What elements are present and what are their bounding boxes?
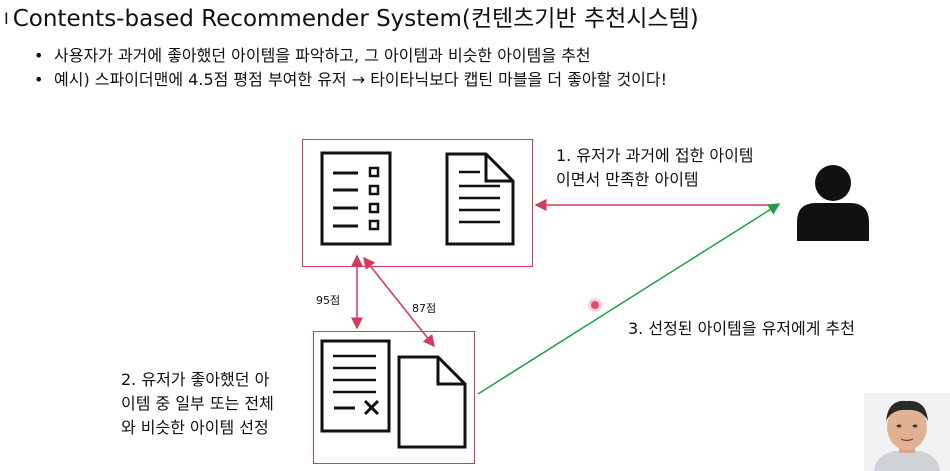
step3-label: 3. 선정된 아이템을 유저에게 추천 (628, 319, 855, 338)
blank-document-icon (397, 355, 467, 449)
score-95-label: 95점 (316, 294, 341, 307)
title-marker: I (4, 9, 9, 28)
step2-line1: 2. 유저가 좋아했던 아 (121, 370, 270, 389)
title-text: Contents-based Recommender System(컨텐츠기반 … (12, 6, 699, 32)
list-document-icon (320, 151, 392, 246)
step2-line2: 이템 중 일부 또는 전체 (121, 394, 274, 413)
bullet-item: 예시) 스파이더맨에 4.5점 평점 부여한 유저 → 타이타닉보다 캡틴 마블… (34, 68, 667, 92)
similarity-arrow-87 (363, 256, 435, 348)
score-87-label: 87점 (412, 302, 437, 315)
edit-document-icon (320, 339, 391, 433)
step2-label: 2. 유저가 좋아했던 아 이템 중 일부 또는 전체 와 비슷한 아이템 선정 (121, 368, 274, 440)
step1-label: 1. 유저가 과거에 접한 아이템 이면서 만족한 아이템 (556, 144, 754, 192)
step2-line3: 와 비슷한 아이템 선정 (121, 418, 269, 437)
step1-line1: 1. 유저가 과거에 접한 아이템 (556, 146, 754, 165)
presenter-webcam (864, 393, 950, 471)
text-document-icon (445, 152, 515, 246)
bullet-item: 사용자가 과거에 좋아했던 아이템을 파악하고, 그 아이템과 비슷한 아이템을… (34, 44, 667, 68)
step1-line2: 이면서 만족한 아이템 (556, 170, 699, 189)
similar-items-box (313, 331, 475, 464)
recommend-arrow (477, 203, 781, 395)
cursor-pointer (591, 301, 599, 309)
bullet-list: 사용자가 과거에 좋아했던 아이템을 파악하고, 그 아이템과 비슷한 아이템을… (34, 44, 667, 92)
user-icon (797, 165, 869, 241)
liked-items-box (302, 139, 533, 267)
